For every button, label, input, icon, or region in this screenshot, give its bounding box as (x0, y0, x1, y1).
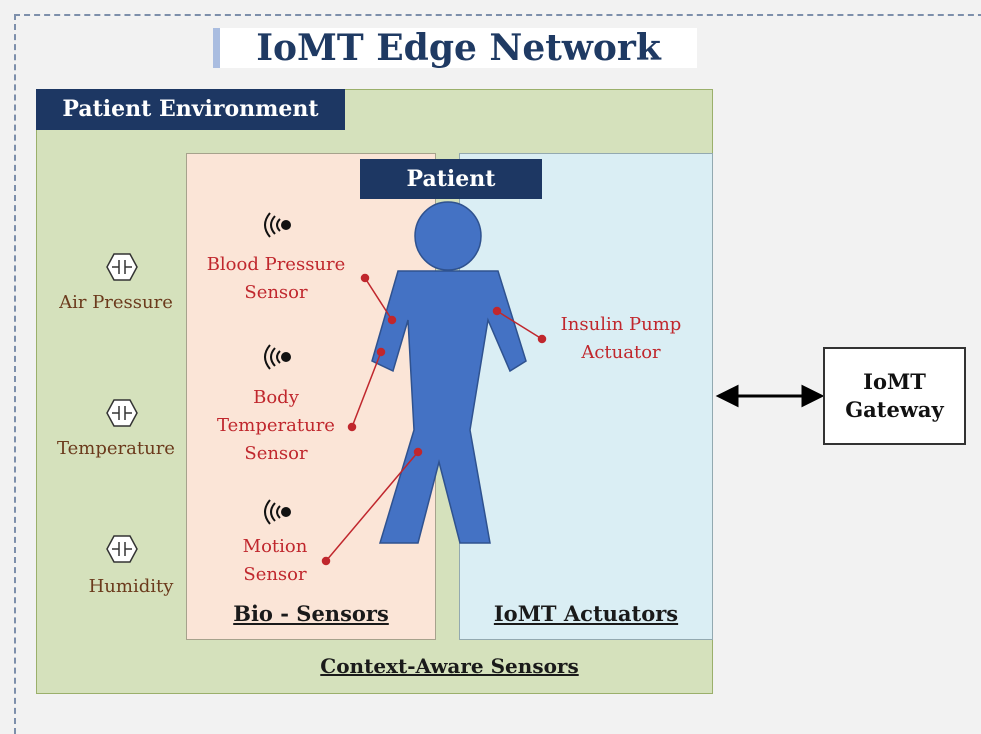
bp-sensor-label: Blood Pressure Sensor (196, 251, 356, 307)
title-banner: IoMT Edge Network (213, 28, 697, 68)
humidity-label: Humidity (88, 576, 174, 597)
patient-body-figure (371, 201, 527, 544)
patient-torso (371, 270, 527, 544)
insulin-connector (496, 310, 543, 340)
patient-figure-layer (321, 201, 825, 566)
actuators-panel (459, 153, 713, 640)
bio-sensors-label: Bio - Sensors (233, 601, 389, 626)
bio-sensors-panel (186, 153, 436, 640)
body-temp-line3: Sensor (244, 443, 308, 464)
insulin-pump-label: Insulin Pump Actuator (546, 311, 696, 367)
context-sensor-icon (106, 253, 138, 281)
temp-connector (351, 351, 382, 428)
motion-connector (325, 451, 419, 562)
patient-environment-label: Patient Environment (36, 89, 345, 130)
gateway-line2: Gateway (845, 397, 944, 422)
motion-line2: Sensor (243, 564, 307, 585)
context-sensor-icon (106, 399, 138, 427)
context-aware-sensors-label: Context-Aware Sensors (320, 654, 579, 678)
insulin-line1: Insulin Pump (560, 314, 682, 335)
air-pressure-label: Air Pressure (59, 292, 173, 313)
insulin-line2: Actuator (581, 342, 661, 363)
wireless-sensor-icon (264, 212, 291, 238)
motion-sensor-label: Motion Sensor (220, 533, 330, 589)
patient-label: Patient (360, 159, 542, 199)
body-temp-sensor-label: Body Temperature Sensor (206, 384, 346, 468)
body-temp-line1: Body (253, 387, 299, 408)
patient-head (414, 201, 482, 271)
iomt-gateway-box: IoMT Gateway (823, 347, 966, 445)
diagram-title: IoMT Edge Network (256, 27, 661, 69)
bp-sensor-line2: Sensor (244, 282, 308, 303)
motion-line1: Motion (242, 536, 308, 557)
gateway-line1: IoMT (863, 369, 926, 394)
wireless-sensor-icon (264, 499, 291, 525)
body-temp-line2: Temperature (217, 415, 335, 436)
wireless-sensor-icon (264, 344, 291, 370)
temperature-label: Temperature (57, 438, 175, 459)
gateway-arrow (715, 384, 825, 408)
edge-network-frame (14, 14, 981, 734)
bp-connector (364, 277, 393, 321)
actuators-label: IoMT Actuators (493, 601, 679, 626)
context-sensor-icon (106, 535, 138, 563)
bp-sensor-line1: Blood Pressure (206, 254, 346, 275)
